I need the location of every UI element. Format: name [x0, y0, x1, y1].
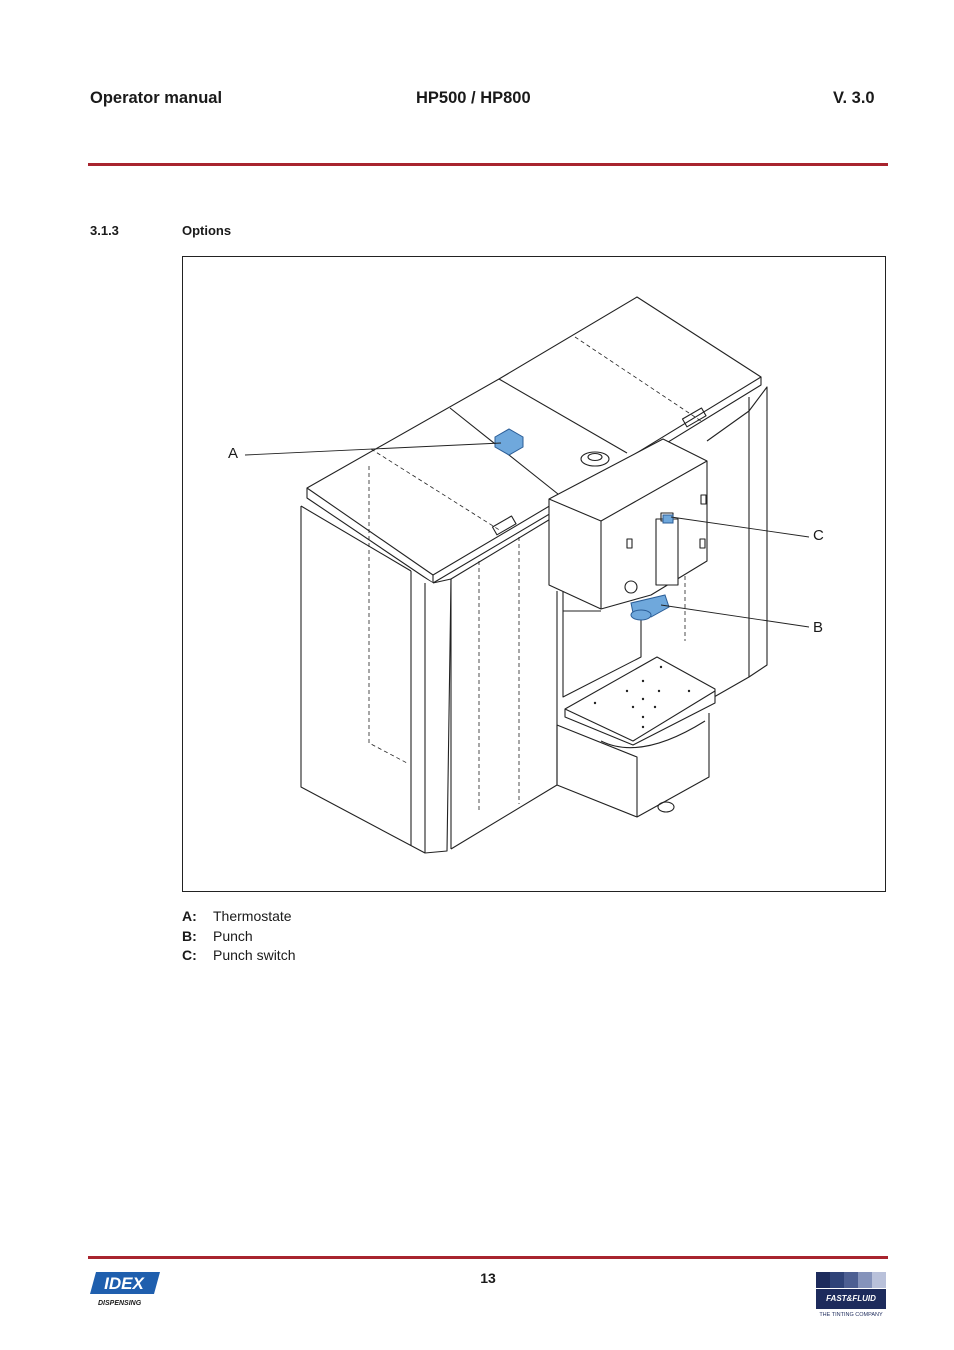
legend-label: Punch: [213, 928, 253, 944]
legend-key: A:: [182, 908, 197, 924]
leader-line-a: [244, 442, 502, 456]
leader-line-b: [660, 604, 810, 628]
left-cabinet: [300, 506, 452, 854]
thermostate-part: [494, 428, 524, 456]
fast-fluid-logo: FAST&FLUID THE TINTING COMPANY: [816, 1272, 886, 1324]
idex-logo-word: IDEX: [104, 1274, 145, 1293]
section-number: 3.1.3: [90, 223, 119, 238]
punch-part: [630, 594, 670, 621]
callout-c: C: [813, 527, 824, 544]
right-cabinet: [706, 386, 768, 702]
legend-key: B:: [182, 928, 197, 944]
version-label: V. 3.0: [833, 89, 875, 107]
footer-rule: [88, 1256, 888, 1259]
leader-line-c: [670, 516, 810, 538]
legend-item-b: B: Punch: [182, 927, 253, 945]
callout-b: B: [813, 619, 824, 636]
fast-fluid-logo-word: FAST&FLUID: [816, 1289, 886, 1309]
idex-logo-mark: IDEX: [90, 1272, 160, 1294]
section-title: Options: [182, 223, 232, 238]
legend-label: Punch switch: [213, 947, 296, 963]
page-number: 13: [480, 1270, 496, 1286]
fast-fluid-tagline: THE TINTING COMPANY: [819, 1312, 883, 1318]
machine-illustration: [244, 296, 810, 854]
legend-item-a: A: Thermostate: [182, 907, 292, 925]
filler-cap: [580, 451, 610, 467]
model-name: HP500 / HP800: [416, 89, 531, 107]
legend-key: C:: [182, 947, 197, 963]
can-platform: [564, 656, 716, 746]
figure-frame: A C B: [182, 256, 886, 892]
legend-item-c: C: Punch switch: [182, 946, 295, 964]
manual-title: Operator manual: [90, 89, 223, 107]
punch-switch-part: [662, 514, 674, 524]
idex-logo-subtitle: DISPENSING: [98, 1300, 142, 1307]
fast-fluid-color-strip: [816, 1272, 886, 1288]
idex-logo: IDEX DISPENSING: [90, 1272, 160, 1307]
legend-label: Thermostate: [213, 908, 292, 924]
callout-a: A: [228, 445, 239, 462]
header-rule: [88, 163, 888, 166]
